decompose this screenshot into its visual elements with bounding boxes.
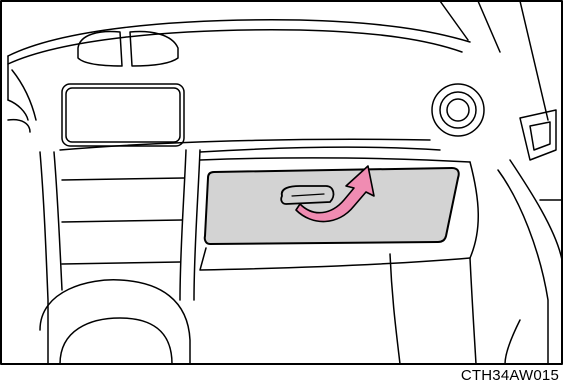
glove-box — [205, 168, 459, 244]
illustration-frame — [0, 0, 563, 365]
glove-box-handle — [281, 186, 333, 204]
figure-code: CTH34AW015 — [461, 367, 559, 384]
